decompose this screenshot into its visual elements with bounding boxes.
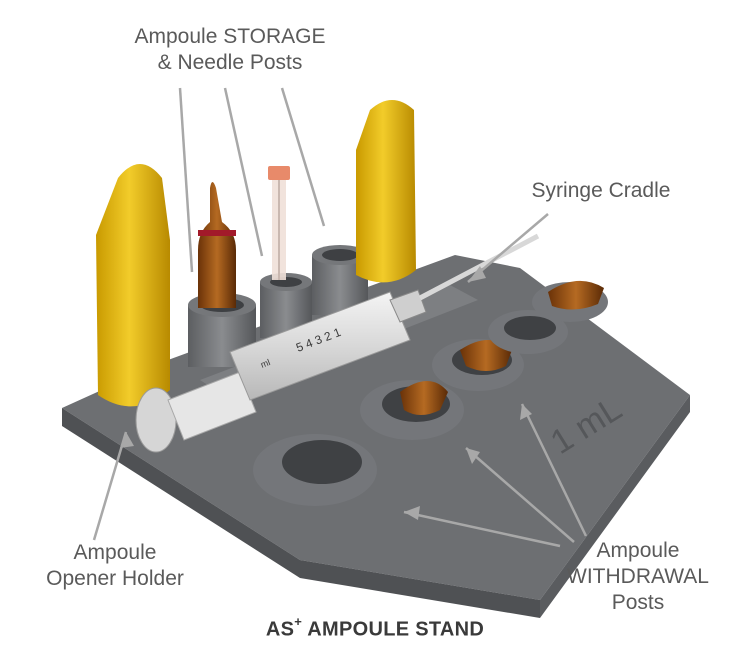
withdrawal-callout: Ampoule WITHDRAWAL Posts [548,538,728,616]
opener-cap-right [356,100,416,283]
storage-callout-line-1: Ampoule STORAGE [134,25,326,48]
storage-callout: Ampoule STORAGE & Needle Posts [110,24,350,76]
opener-cap-left [96,164,170,407]
withdrawal-callout-line-2: WITHDRAWAL [567,565,709,588]
needle-with-cap [268,166,290,280]
callout-arrowheads [120,266,532,520]
withdrawal-post-2 [360,380,464,440]
syringe-scale: 5 4 3 2 1 [294,325,343,355]
withdrawal-callout-line-3: Posts [611,591,665,614]
product-title: AS+ AMPOULE STAND [0,614,750,642]
withdrawal-post-1 [253,434,377,506]
stored-ampoule [198,182,236,308]
syringe: 5 4 3 2 1 ml [135,233,540,453]
title-prefix: AS [265,618,295,641]
title-superscript: + [294,614,303,629]
opener-callout-line-2: Opener Holder [46,567,184,590]
syringe-unit: ml [259,357,271,370]
storage-post-right [312,245,368,315]
opener-holder-callout: Ampoule Opener Holder [30,540,200,592]
withdrawal-post-4 [488,310,568,354]
withdrawal-post-3 [432,339,524,391]
withdrawal-post-5 [532,280,608,322]
opener-callout-line-1: Ampoule [73,541,157,564]
withdrawal-callout-line-1: Ampoule [596,539,680,562]
storage-callout-line-2: & Needle Posts [157,51,303,74]
title-suffix: AMPOULE STAND [302,618,485,641]
syringe-cradle-callout: Syringe Cradle [531,179,671,202]
